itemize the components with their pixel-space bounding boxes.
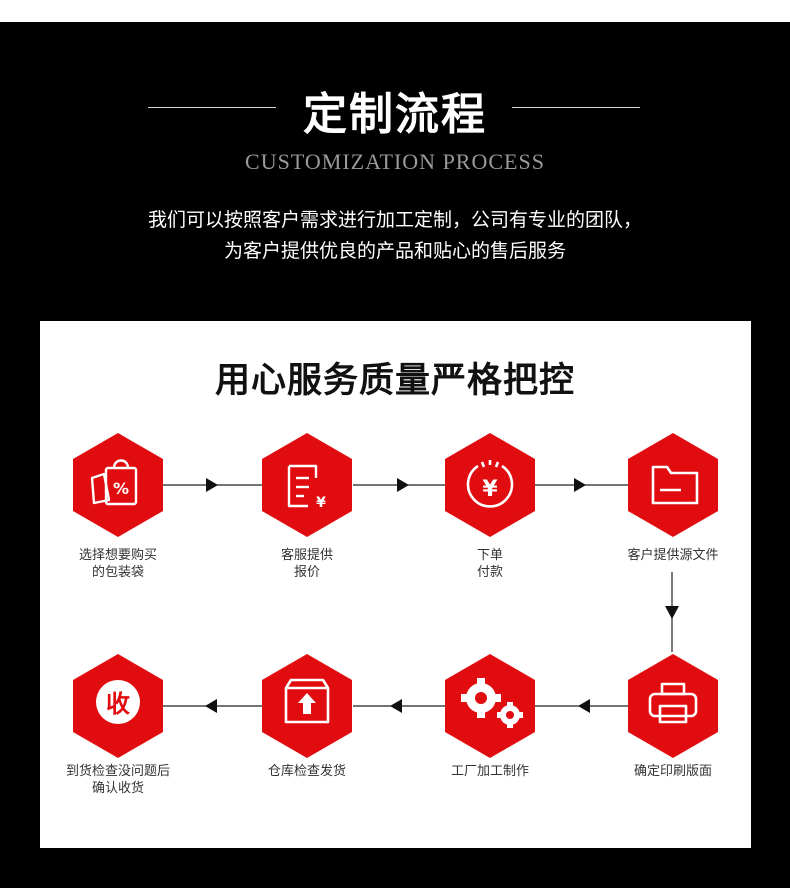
process-card xyxy=(40,321,751,848)
step-4-line1: 客户提供源文件 xyxy=(627,548,719,563)
step-6-line1: 工厂加工制作 xyxy=(450,764,529,779)
yen-glyph-small: ¥ xyxy=(316,495,326,511)
step-3-line1: 下单 xyxy=(476,548,503,563)
step-2-line2: 报价 xyxy=(293,565,320,580)
folder-icon xyxy=(651,465,699,505)
percent-glyph: % xyxy=(113,479,129,498)
card-title: 用心服务质量严格把控 xyxy=(214,361,575,401)
hexagon-step-2 xyxy=(262,433,352,537)
step-6-label: 工厂加工制作 xyxy=(405,763,575,780)
step-1-line1: 选择想要购买 xyxy=(78,548,157,563)
printer-icon xyxy=(648,682,698,724)
arrow-1-2 xyxy=(206,478,218,492)
step-1-line2: 的包装袋 xyxy=(91,565,144,580)
step-8-line2: 确认收货 xyxy=(91,781,144,796)
hexagon-step-4 xyxy=(628,433,718,537)
step-8-label: 到货检查没问题后 确认收货 xyxy=(33,763,203,797)
quote-document-icon xyxy=(287,464,318,508)
yen-payment-icon xyxy=(466,460,514,508)
arrow-5-6 xyxy=(578,699,590,713)
gear-hub-small xyxy=(506,711,514,719)
step-2-line1: 客服提供 xyxy=(280,548,333,563)
gear-hub-large xyxy=(475,692,487,704)
arrow-4-5 xyxy=(665,606,679,619)
step-5-label: 确定印刷版面 xyxy=(588,763,758,780)
step-7-line1: 仓库检查发货 xyxy=(267,764,346,779)
arrow-7-8 xyxy=(205,699,217,713)
arrow-2-3 xyxy=(397,478,409,492)
step-3-label: 下单 付款 xyxy=(405,547,575,581)
box-upload-icon xyxy=(284,678,330,724)
page-subtitle: CUSTOMIZATION PROCESS xyxy=(245,149,545,174)
description-line-1: 我们可以按照客户需求进行加工定制，公司有专业的团队， xyxy=(147,209,642,231)
title-rule-left xyxy=(148,107,276,108)
step-5-line1: 确定印刷版面 xyxy=(633,764,712,779)
step-4-label: 客户提供源文件 xyxy=(588,547,758,564)
step-3-line2: 付款 xyxy=(476,565,503,580)
receipt-stamp-icon xyxy=(96,680,140,724)
up-arrow-glyph xyxy=(298,693,316,714)
shopping-bag-icon xyxy=(90,459,138,506)
step-1-label: 选择想要购买 的包装袋 xyxy=(33,547,203,581)
description-line-2: 为客户提供优良的产品和贴心的售后服务 xyxy=(223,240,566,262)
step-7-label: 仓库检查发货 xyxy=(222,763,392,780)
arrow-3-4 xyxy=(574,478,586,492)
stamp-text: 收 xyxy=(106,690,130,718)
yen-glyph: ¥ xyxy=(482,477,498,502)
step-2-label: 客服提供 报价 xyxy=(222,547,392,581)
hexagon-step-3 xyxy=(445,433,535,537)
arrow-6-7 xyxy=(390,699,402,713)
hexagon-step-1 xyxy=(73,433,163,537)
page-title: 定制流程 xyxy=(303,89,487,140)
title-rule-right xyxy=(512,107,640,108)
step-8-line1: 到货检查没问题后 xyxy=(65,764,170,779)
